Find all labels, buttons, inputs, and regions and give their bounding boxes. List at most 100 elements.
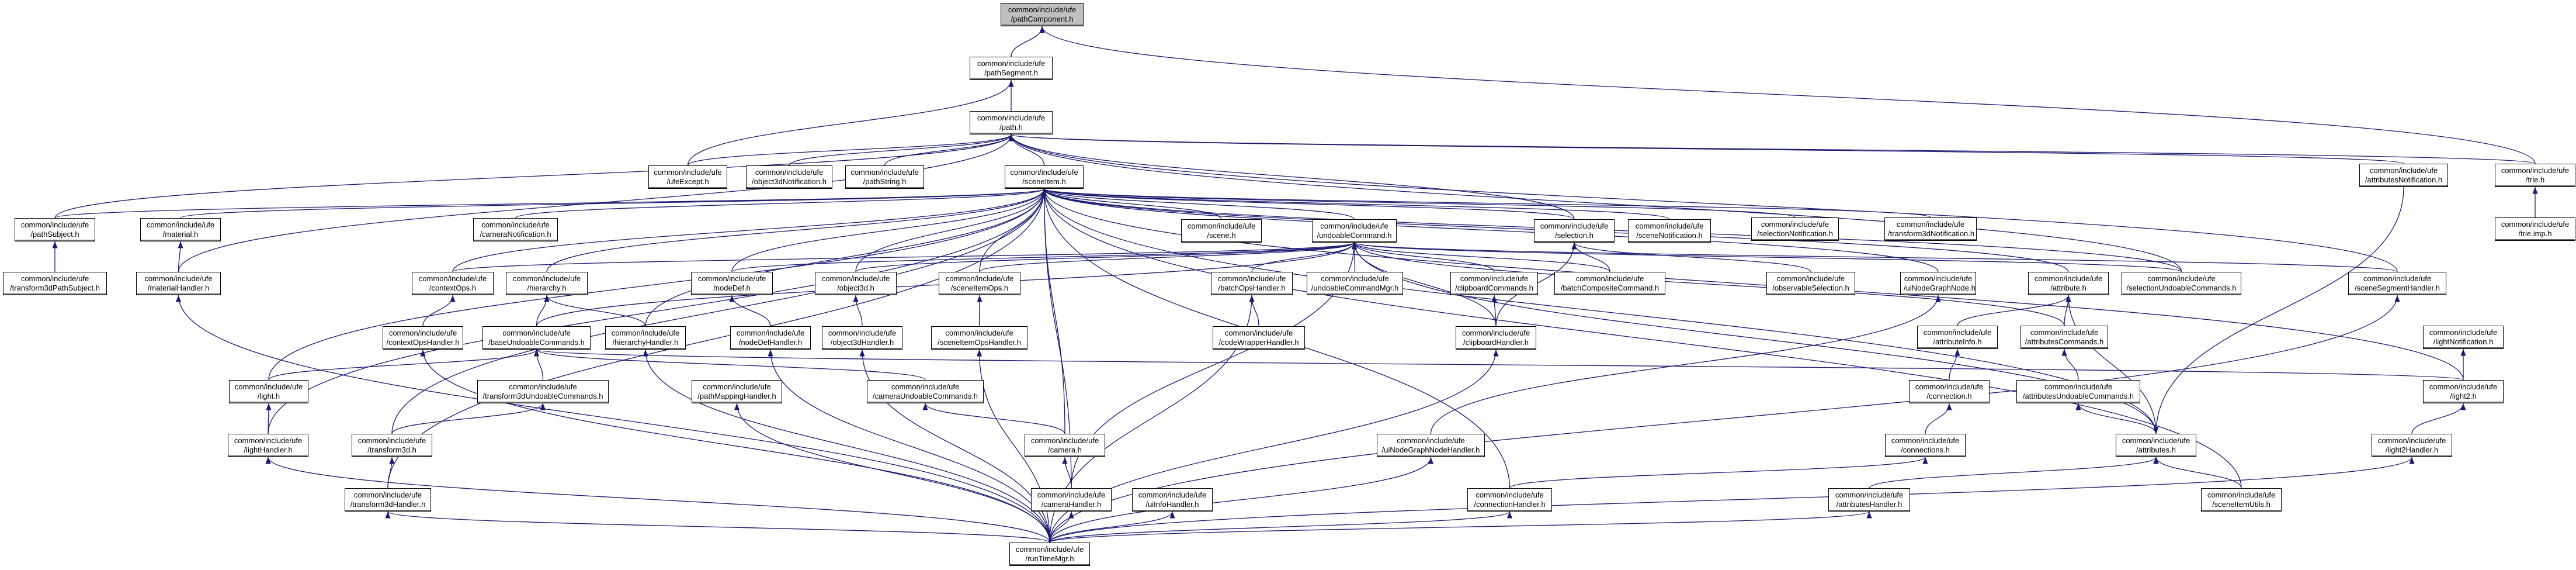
node-prefix: common/include/ufe bbox=[2501, 220, 2570, 229]
node-light2Handler[interactable]: common/include/ufe/light2Handler.h bbox=[2372, 434, 2452, 457]
node-file: /material.h bbox=[162, 230, 199, 239]
node-ufeExcept[interactable]: common/include/ufe/ufeExcept.h bbox=[648, 165, 727, 189]
node-sceneSegmentHandler[interactable]: common/include/ufe/sceneSegmentHandler.h bbox=[2348, 272, 2446, 295]
node-pathMappingHandler[interactable]: common/include/ufe/pathMappingHandler.h bbox=[692, 380, 782, 403]
node-codeWrapperHandler[interactable]: common/include/ufe/codeWrapperHandler.h bbox=[1213, 326, 1305, 350]
node-light[interactable]: common/include/ufe/light.h bbox=[229, 380, 308, 403]
node-lightNotification[interactable]: common/include/ufe/lightNotification.h bbox=[2423, 326, 2504, 349]
edge-ufeExcept-to-path bbox=[687, 134, 1014, 166]
node-selectionUndoableCommands[interactable]: common/include/ufe/selectionUndoableComm… bbox=[2122, 272, 2241, 295]
node-light2[interactable]: common/include/ufe/light2.h bbox=[2423, 380, 2504, 403]
node-prefix: common/include/ufe bbox=[821, 274, 890, 283]
edge-runTimeMgr-to-nodeDefHandler bbox=[768, 349, 1050, 543]
node-batchOpsHandler[interactable]: common/include/ufe/batchOpsHandler.h bbox=[1211, 272, 1293, 295]
node-file: /hierarchyHandler.h bbox=[612, 338, 679, 347]
node-material[interactable]: common/include/ufe/material.h bbox=[140, 218, 221, 241]
node-batchCompositeCommand[interactable]: common/include/ufe/batchCompositeCommand… bbox=[1554, 272, 1665, 295]
edge-nodeDef-to-sceneItem bbox=[731, 188, 1047, 272]
node-attributesCommands[interactable]: common/include/ufe/attributesCommands.h bbox=[2020, 326, 2108, 349]
node-connectionHandler[interactable]: common/include/ufe/connectionHandler.h bbox=[1467, 488, 1552, 512]
edge-connection-to-attributeInfo bbox=[1949, 348, 1960, 381]
node-sceneItem[interactable]: common/include/ufe/sceneItem.h bbox=[1005, 165, 1084, 189]
node-selectionNotification[interactable]: common/include/ufe/selectionNotification… bbox=[1751, 217, 1839, 241]
node-lightHandler[interactable]: common/include/ufe/lightHandler.h bbox=[228, 434, 308, 457]
node-connections[interactable]: common/include/ufe/connections.h bbox=[1885, 434, 1966, 457]
node-nodeDefHandler[interactable]: common/include/ufe/nodeDefHandler.h bbox=[730, 326, 811, 350]
edge-selection-to-path bbox=[1008, 134, 1575, 220]
node-contextOps[interactable]: common/include/ufe/contextOps.h bbox=[412, 272, 494, 295]
edge-hierarchy-to-sceneItem bbox=[546, 188, 1047, 272]
edge-attributes-to-attribute bbox=[2065, 295, 2157, 434]
node-file: /sceneItemUtils.h bbox=[2212, 500, 2271, 509]
node-pathSubject[interactable]: common/include/ufe/pathSubject.h bbox=[15, 218, 95, 241]
node-transform3dUndoableCommands[interactable]: common/include/ufe/transform3dUndoableCo… bbox=[477, 380, 609, 403]
node-transform3dNotification[interactable]: common/include/ufe/transform3dNotificati… bbox=[1884, 217, 1977, 241]
node-pathComponent[interactable]: common/include/ufe/pathComponent.h bbox=[1001, 3, 1084, 26]
node-cameraNotification[interactable]: common/include/ufe/cameraNotification.h bbox=[473, 218, 558, 241]
node-attributeInfo[interactable]: common/include/ufe/attributeInfo.h bbox=[1917, 326, 1998, 349]
node-cameraHandler[interactable]: common/include/ufe/cameraHandler.h bbox=[1031, 488, 1112, 512]
node-trie[interactable]: common/include/ufe/trie.h bbox=[2495, 164, 2575, 187]
node-prefix: common/include/ufe bbox=[1138, 490, 1207, 499]
node-attributesHandler[interactable]: common/include/ufe/attributesHandler.h bbox=[1828, 488, 1910, 512]
node-baseUndoableCommands[interactable]: common/include/ufe/baseUndoableCommands.… bbox=[482, 326, 591, 350]
node-prefix: common/include/ufe bbox=[697, 274, 766, 283]
node-contextOpsHandler[interactable]: common/include/ufe/contextOpsHandler.h bbox=[383, 326, 463, 350]
node-selection[interactable]: common/include/ufe/selection.h bbox=[1534, 219, 1615, 243]
node-nodeDef[interactable]: common/include/ufe/nodeDef.h bbox=[691, 272, 773, 295]
node-uiInfoHandler[interactable]: common/include/ufe/uiInfoHandler.h bbox=[1132, 488, 1213, 512]
node-pathString[interactable]: common/include/ufe/pathString.h bbox=[845, 165, 924, 189]
node-object3dHandler[interactable]: common/include/ufe/object3dHandler.h bbox=[822, 326, 902, 350]
node-observableSelection[interactable]: common/include/ufe/observableSelection.h bbox=[1766, 272, 1855, 295]
node-clipboardHandler[interactable]: common/include/ufe/clipboardHandler.h bbox=[1456, 326, 1536, 350]
node-transform3dHandler[interactable]: common/include/ufe/transform3dHandler.h bbox=[345, 488, 431, 512]
node-attributesNotification[interactable]: common/include/ufe/attributesNotificatio… bbox=[2359, 164, 2448, 187]
node-connection[interactable]: common/include/ufe/connection.h bbox=[1909, 380, 1990, 403]
node-object3dNotification[interactable]: common/include/ufe/object3dNotification.… bbox=[746, 165, 832, 189]
node-file: /attributesCommands.h bbox=[2025, 337, 2104, 346]
node-prefix: common/include/ufe bbox=[2122, 436, 2190, 445]
node-scene[interactable]: common/include/ufe/scene.h bbox=[1181, 219, 1262, 243]
node-object3d[interactable]: common/include/ufe/object3d.h bbox=[815, 272, 897, 295]
node-sceneNotification[interactable]: common/include/ufe/sceneNotification.h bbox=[1628, 219, 1711, 243]
node-hierarchyHandler[interactable]: common/include/ufe/hierarchyHandler.h bbox=[605, 326, 686, 350]
node-hierarchy[interactable]: common/include/ufe/hierarchy.h bbox=[506, 272, 588, 295]
node-undoableCommand[interactable]: common/include/ufe/undoableCommand.h bbox=[1312, 219, 1397, 243]
node-prefix: common/include/ufe bbox=[1923, 328, 1992, 337]
node-transform3dPathSubject[interactable]: common/include/ufe/transform3dPathSubjec… bbox=[3, 272, 107, 295]
node-prefix: common/include/ufe bbox=[1904, 274, 1973, 283]
node-sceneItemOpsHandler[interactable]: common/include/ufe/sceneItemOpsHandler.h bbox=[931, 326, 1027, 350]
edge-batchCompositeCommand-to-undoableCommand bbox=[1352, 242, 1610, 272]
node-file: /baseUndoableCommands.h bbox=[488, 338, 585, 347]
node-pathSegment[interactable]: common/include/ufe/pathSegment.h bbox=[970, 57, 1053, 80]
node-clipboardCommands[interactable]: common/include/ufe/clipboardCommands.h bbox=[1450, 272, 1538, 295]
edge-runTimeMgr-to-materialHandler bbox=[175, 295, 1050, 543]
node-attribute[interactable]: common/include/ufe/attribute.h bbox=[2028, 272, 2109, 295]
node-uiNodeGraphNode[interactable]: common/include/ufe/uiNodeGraphNode.h bbox=[1900, 272, 1976, 295]
edge-observableSelection-to-selection bbox=[1571, 242, 1811, 272]
node-prefix: common/include/ufe bbox=[654, 168, 722, 177]
node-materialHandler[interactable]: common/include/ufe/materialHandler.h bbox=[136, 272, 221, 295]
node-prefix: common/include/ufe bbox=[146, 220, 215, 229]
node-trieImp[interactable]: common/include/ufe/trie.imp.h bbox=[2495, 217, 2575, 241]
node-prefix: common/include/ufe bbox=[1460, 274, 1529, 283]
node-sceneItemUtils[interactable]: common/include/ufe/sceneItemUtils.h bbox=[2201, 488, 2282, 512]
edge-clipboardCommands-to-undoableCommand bbox=[1351, 242, 1495, 272]
node-runTimeMgr[interactable]: common/include/ufe/runTimeMgr.h bbox=[1009, 543, 1090, 566]
node-camera[interactable]: common/include/ufe/camera.h bbox=[1025, 434, 1105, 457]
node-attributesUndoableCommands[interactable]: common/include/ufe/attributesUndoableCom… bbox=[2016, 380, 2140, 403]
edge-runTimeMgr-to-transform3dHandler bbox=[385, 511, 1050, 543]
node-path[interactable]: common/include/ufe/path.h bbox=[970, 111, 1053, 134]
node-cameraUndoableCommands[interactable]: common/include/ufe/cameraUndoableCommand… bbox=[867, 380, 984, 403]
node-sceneItemOps[interactable]: common/include/ufe/sceneItemOps.h bbox=[939, 272, 1020, 295]
node-file: /path.h bbox=[999, 123, 1023, 132]
edge-contextOpsHandler-to-contextOps bbox=[422, 295, 456, 327]
node-uiNodeGraphNodeHandler[interactable]: common/include/ufe/uiNodeGraphNodeHandle… bbox=[1377, 434, 1485, 457]
node-attributes[interactable]: common/include/ufe/attributes.h bbox=[2116, 434, 2196, 457]
node-prefix: common/include/ufe bbox=[1008, 5, 1077, 14]
node-transform3d[interactable]: common/include/ufe/transform3d.h bbox=[352, 434, 432, 457]
node-undoableCommandMgr[interactable]: common/include/ufe/undoableCommandMgr.h bbox=[1307, 272, 1403, 295]
node-file: /undoableCommandMgr.h bbox=[1311, 284, 1399, 292]
edge-pathSegment-to-pathComponent bbox=[1011, 26, 1045, 57]
node-file: /selection.h bbox=[1555, 231, 1593, 240]
